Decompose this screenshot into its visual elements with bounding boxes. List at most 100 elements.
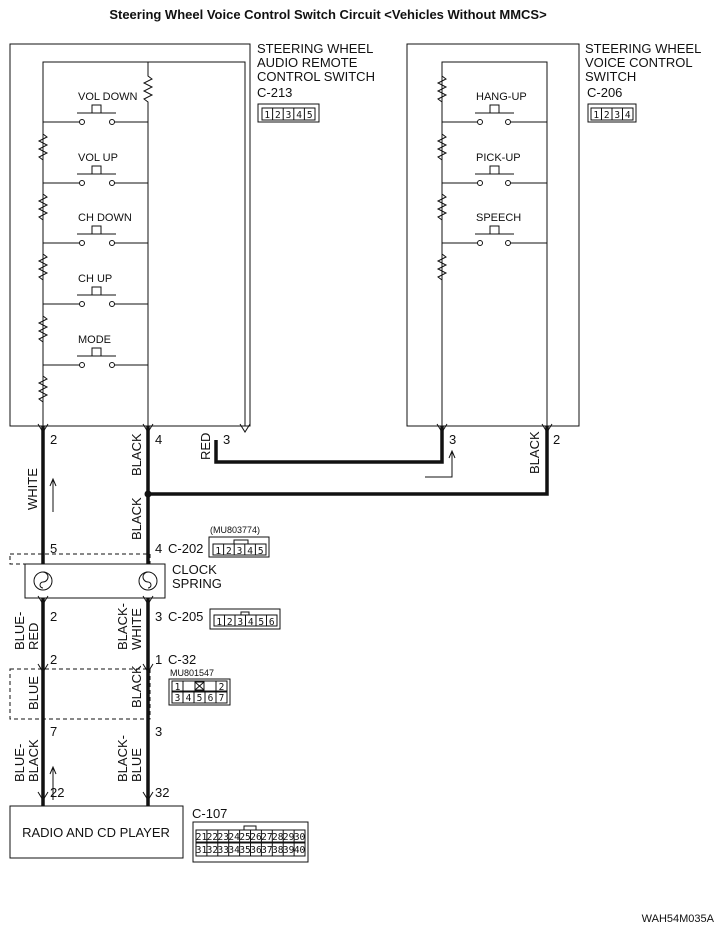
pin-number: 4 [155,432,162,447]
c107-pin: 39 [283,845,295,856]
pin-number: 5 [50,541,57,556]
switch-vol-up: VOL UP [43,152,148,186]
pin-number: 3 [155,609,162,624]
pin-number: 2 [50,609,57,624]
audio-switch-connector-label: C-213 [257,85,292,100]
c107-pin: 34 [228,845,240,856]
switch-label: MODE [78,334,111,346]
switch-ch-down: CH DOWN [43,212,148,246]
wire-label-red: RED [198,433,213,460]
c107-pin: 31 [196,845,208,856]
wire-label-black-white-2: WHITE [129,608,144,650]
c107-pin: 27 [261,832,272,843]
wire-label-black: BLACK [527,431,542,474]
c202-dashed-boundary [9,553,151,565]
pin-number: 2 [50,652,57,667]
c107-pin: 35 [239,845,250,856]
wire-label-blue-red-1: BLUE- [12,612,27,650]
flow-arrows [49,449,456,800]
pin-number: 3 [223,432,230,447]
wire-harness [41,426,549,806]
c32-pin: 4 [186,693,192,704]
pin-number: 32 [155,785,169,800]
c32-pin: 2 [219,682,225,693]
wire-label-white: WHITE [25,468,40,510]
c202-pin: 3 [237,546,243,557]
c202-part-number: (MU803774) [210,525,260,535]
pin-number: 7 [50,724,57,739]
c32-part-number: MU801547 [170,668,214,678]
wire-label-black-white-1: BLACK- [115,603,130,650]
voice-control-switch: STEERING WHEEL VOICE CONTROL SWITCH C-20… [406,41,701,427]
switch-label: CH UP [78,273,112,285]
c202-connector-icon: 1 2 3 4 5 [208,536,270,558]
c213-pin: 4 [296,110,302,121]
pin-number: 3 [155,724,162,739]
audio-ladder-left-rail [37,62,49,426]
c107-pin: 38 [272,845,284,856]
c107-pin: 36 [250,845,262,856]
audio-switch-name-line-2: AUDIO REMOTE [257,55,358,70]
wire-label-black: BLACK [129,497,144,540]
c205-pin: 3 [237,617,243,628]
c205-pin: 2 [227,617,233,628]
switch-label: VOL UP [78,152,118,164]
pin-number: 4 [155,541,162,556]
switch-label: HANG-UP [476,91,527,103]
wire-label-black-blue-1: BLACK- [115,735,130,782]
radio-label: RADIO AND CD PLAYER [22,825,170,840]
wire-red [214,426,444,464]
c107-pin: 29 [283,832,295,843]
voice-ladder-left-rail [436,62,448,426]
c205-pin: 5 [258,617,264,628]
voice-switch-name-line-2: VOICE CONTROL [585,55,693,70]
wire-label-black: BLACK [129,433,144,476]
audio-switch-name-line-1: STEERING WHEEL [257,41,373,56]
c213-pin: 5 [307,110,313,121]
switch-pick-up: PICK-UP [442,152,547,186]
c206-pin: 4 [625,110,631,121]
switch-hang-up: HANG-UP [442,91,547,125]
wire-label-black: BLACK [129,665,144,708]
figure-code: WAH54M035A [642,913,715,925]
c205-connector-icon: 1 2 3 4 5 6 [209,608,281,630]
switch-label: PICK-UP [476,152,521,164]
radio-box [9,805,184,859]
clock-spring: CLOCK SPRING [24,562,222,599]
c206-pin: 2 [604,110,610,121]
wire-label-blue-red-2: RED [26,623,41,650]
c206-pin: 3 [614,110,620,121]
c107-pin: 24 [228,832,240,843]
c213-pin: 3 [286,110,292,121]
c107-pin: 21 [196,832,208,843]
pin-number: 22 [50,785,64,800]
c107-pin: 40 [294,845,306,856]
c205-pin: 1 [216,617,222,628]
wire-black-voice [148,426,549,496]
clock-spring-label-1: CLOCK [172,562,217,577]
c202-pin: 5 [258,546,264,557]
audio-switch-connector-icon: 1 2 3 4 5 [257,103,320,123]
pin-number: 2 [553,432,560,447]
c32-dashed-boundary [9,668,151,720]
pin-number: 3 [449,432,456,447]
c107-pin: 33 [218,845,229,856]
radio-cd-player: RADIO AND CD PLAYER C-107 [9,805,227,859]
clock-spring-label-2: SPRING [172,576,222,591]
c205-pin: 4 [248,617,254,628]
c107-pin: 25 [239,832,250,843]
c205-pin: 6 [269,617,275,628]
c32-connector-icon: 1 2 3 4 5 6 7 [168,678,231,706]
c107-label: C-107 [192,806,227,821]
audio-switch-name-line-3: CONTROL SWITCH [257,69,375,84]
switch-label: CH DOWN [78,212,132,224]
voice-switch-name-line-3: SWITCH [585,69,636,84]
switch-mode: MODE [43,334,148,368]
c202-label: C-202 [168,541,203,556]
pin-number: 2 [50,432,57,447]
pin-number: 1 [155,652,162,667]
c107-pin: 30 [294,832,306,843]
switch-label: SPEECH [476,212,521,224]
